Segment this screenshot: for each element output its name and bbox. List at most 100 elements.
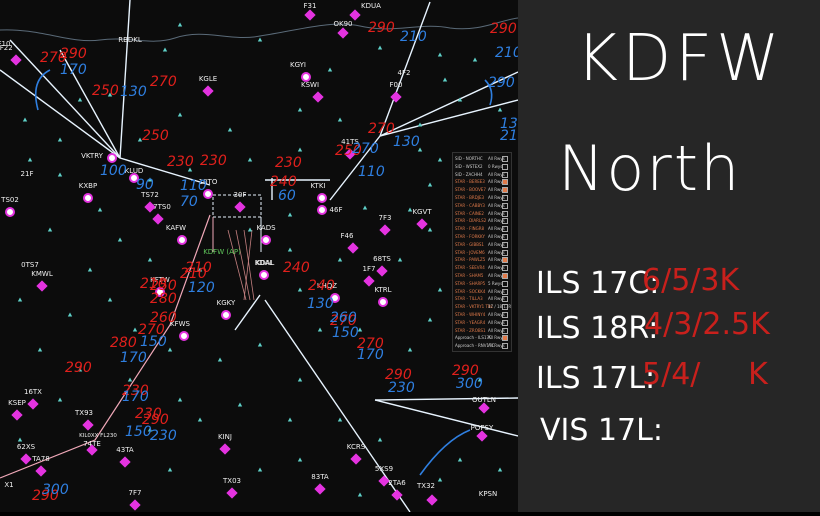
airport-ts02[interactable]: TS02 [0, 196, 19, 217]
legend-checkbox[interactable] [502, 319, 508, 326]
airport-74te[interactable]: 74TE [83, 440, 101, 456]
airport-popsy[interactable]: POPSY [471, 424, 494, 442]
legend-checkbox[interactable] [502, 280, 508, 287]
legend-checkbox[interactable] [502, 312, 508, 318]
airport-kdal[interactable]: KDAL [255, 259, 274, 280]
legend-checkbox[interactable] [502, 234, 508, 240]
airport-kpsn[interactable]: KPSN [479, 490, 498, 498]
legend-checkbox[interactable] [502, 218, 508, 225]
airport-rbdkl[interactable]: RBDKL [118, 36, 142, 44]
airport-68ts[interactable]: 68TS [373, 255, 391, 277]
legend-checkbox[interactable] [502, 296, 508, 303]
airport-16tx[interactable]: 16TX [24, 388, 42, 410]
legend-checkbox[interactable] [502, 187, 508, 194]
radar-map[interactable]: F31KDUAOK90F108F22KGLEKGYIKSWIF004F2KLUD… [0, 0, 518, 512]
legend-checkbox[interactable] [502, 171, 508, 178]
airport-tx32[interactable]: TX32 [416, 482, 438, 506]
airport-tx93[interactable]: TX93 [74, 409, 94, 431]
airport-kmwl[interactable]: KMWL [31, 270, 53, 292]
airport-5xs9[interactable]: 5XS9 [375, 465, 393, 487]
airport-ktrl[interactable]: KTRL [374, 286, 392, 307]
airport-ok90[interactable]: OK90 [333, 20, 353, 39]
airport-kswi[interactable]: KSWI [301, 81, 324, 103]
airport-f46[interactable]: F46 [341, 232, 359, 254]
airport-46f[interactable]: 46F [317, 205, 342, 215]
airport-kftw[interactable]: KFTW [150, 276, 170, 297]
airport-7ts0[interactable]: 7TS0 [152, 203, 171, 225]
airport-klud[interactable]: KLUD [125, 167, 144, 183]
airport-tx03[interactable]: TX03 [222, 477, 241, 499]
airport-kxbp[interactable]: KXBP [79, 182, 97, 203]
legend-checkbox[interactable] [502, 210, 508, 217]
airport-f31[interactable]: F31 [304, 2, 317, 21]
legend-checkbox[interactable] [502, 179, 508, 186]
airport-kads[interactable]: KADS [256, 224, 276, 245]
airport-30f[interactable]: 30F [234, 191, 247, 213]
legend-checkbox[interactable] [502, 304, 508, 311]
airport-kdua[interactable]: KDUA [349, 2, 381, 21]
airport-4f2[interactable]: 4F2 [398, 69, 411, 77]
airport-10to[interactable]: 10TO [199, 178, 218, 199]
airport-kgvt[interactable]: KGVT [412, 208, 432, 230]
airport-2ta6[interactable]: 2TA6 [388, 479, 406, 501]
legend-checkbox[interactable] [502, 335, 508, 342]
legend-checkbox[interactable] [502, 156, 508, 162]
legend-checkbox[interactable] [502, 163, 508, 170]
legend-checkbox[interactable] [502, 195, 508, 201]
airport-83ta[interactable]: 83TA [311, 473, 329, 495]
legend-checkbox[interactable] [502, 265, 508, 272]
airport-ktki[interactable]: KTKI [311, 182, 327, 203]
airport-kafw[interactable]: KAFW [166, 224, 187, 245]
airport-ta78[interactable]: TA78 [31, 455, 50, 477]
legend-checkbox[interactable] [502, 257, 508, 264]
airport-kfws[interactable]: KFWS [170, 320, 191, 341]
legend-checkbox[interactable] [502, 273, 508, 279]
airport-f10[interactable]: F10 [0, 40, 22, 66]
legend-checkbox[interactable] [502, 202, 508, 209]
legend-checkbox[interactable] [502, 288, 508, 295]
airport-1f7[interactable]: 1F7 [363, 265, 376, 287]
legend-checkbox[interactable] [502, 226, 508, 233]
airport-vktry[interactable]: VKTRY [81, 152, 117, 163]
airport-kgle[interactable]: KGLE [199, 75, 217, 97]
airport-41ts[interactable]: 41TS [341, 138, 359, 160]
legend-checkbox[interactable] [502, 241, 508, 248]
airport-kgyi[interactable]: KGYI [290, 61, 311, 82]
airport-kcrs[interactable]: KCRS [347, 443, 366, 465]
legend-checkbox[interactable] [502, 343, 508, 350]
airport-7f7[interactable]: 7F7 [129, 489, 142, 511]
airport-outln[interactable]: OUTLN [472, 396, 496, 414]
airport-kinj[interactable]: KINJ [218, 433, 232, 455]
map-canvas[interactable]: F31KDUAOK90F108F22KGLEKGYIKSWIF004F2KLUD… [0, 0, 518, 512]
airport-7f3[interactable]: 7F3 [379, 214, 392, 236]
airport-ts72[interactable]: TS72 [140, 191, 159, 213]
airport-ksep[interactable]: KSEP [8, 399, 26, 421]
airport-43ta[interactable]: 43TA [116, 446, 134, 468]
airport-f00[interactable]: F00 [390, 81, 403, 103]
legend-checkbox[interactable] [502, 249, 508, 256]
airport-khqz[interactable]: KHQZ [317, 282, 340, 303]
airport-x1[interactable]: X1 [4, 481, 13, 489]
